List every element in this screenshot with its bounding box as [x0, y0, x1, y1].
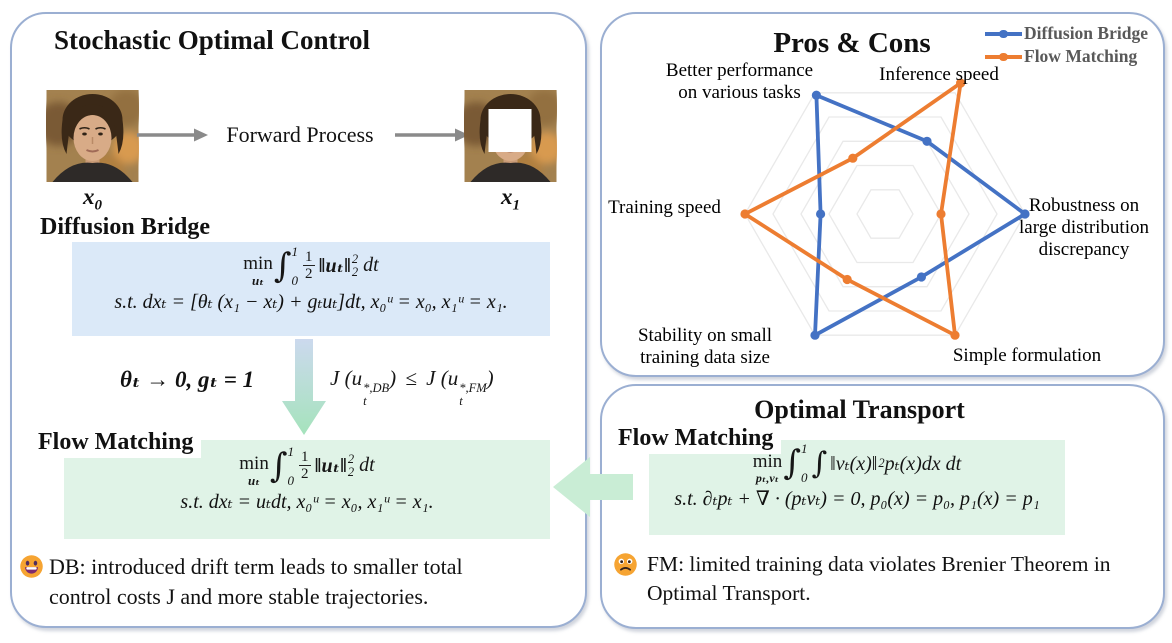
- x1-label: x1: [501, 184, 520, 214]
- face-photo-x0: [36, 90, 145, 190]
- masked-face-region: [488, 109, 532, 152]
- limit-conditions-label: θₜ → 0, gₜ = 1: [120, 367, 255, 392]
- radar-axis-label-training-speed: Training speed: [608, 197, 721, 218]
- frowning-face-emoji-icon: [614, 553, 637, 576]
- legend-item-diffusion-bridge: Diffusion Bridge: [985, 22, 1148, 45]
- legend-label-diffusion-bridge: Diffusion Bridge: [1024, 23, 1148, 43]
- left-panel-title: Stochastic Optimal Control: [54, 25, 370, 55]
- radar-axis-label-simple-formulation: Simple formulation: [952, 345, 1102, 366]
- legend-label-flow-matching: Flow Matching: [1024, 46, 1138, 66]
- db-note-text: DB: introduced drift term leads to small…: [49, 554, 463, 609]
- radar-legend: Diffusion Bridge Flow Matching: [985, 22, 1148, 68]
- legend-marker-flow-matching: [985, 52, 1022, 61]
- panel-stochastic-optimal-control: Stochastic Optimal Control: [10, 12, 587, 628]
- x0-label: x0: [83, 184, 102, 214]
- radar-axis-label-stability: Stability on small training data size: [637, 325, 773, 368]
- pros-cons-title: Pros & Cons: [773, 27, 931, 59]
- flow-matching-heading-left: Flow Matching: [38, 430, 202, 458]
- db-constraint-equation: s.t. dxₜ = [θₜ (x₁ − xₜ) + gₜuₜ]dt, x₀ᵘ …: [114, 291, 508, 313]
- optimal-transport-title: Optimal Transport: [754, 395, 965, 424]
- flow-matching-heading-right: Flow Matching: [618, 426, 782, 454]
- ot-constraint-equation: s.t. ∂ₜpₜ + ∇ · (pₜvₜ) = 0, p₀(x) = p₀, …: [674, 488, 1040, 510]
- legend-marker-diffusion-bridge: [985, 29, 1022, 38]
- legend-item-flow-matching: Flow Matching: [985, 45, 1148, 68]
- radar-axis-label-inference-speed: Inference speed: [879, 64, 999, 85]
- big-left-arrow-icon: [553, 457, 633, 517]
- face-photo-x1: [454, 90, 563, 190]
- panel-pros-cons: Pros & Cons Diffusion Bridge Flow Matchi…: [600, 12, 1165, 377]
- forward-arrow-right-icon: [395, 128, 469, 142]
- radar-axis-label-better-performance: Better performance on various tasks: [665, 60, 814, 103]
- radar-chart-svg: [740, 78, 1030, 340]
- forward-process-label: Forward Process: [226, 122, 374, 147]
- grinning-face-emoji-icon: [20, 555, 43, 578]
- forward-arrow-left-icon: [137, 128, 208, 142]
- fm-constraint-equation: s.t. dxₜ = uₜdt, x₀ᵘ = x₀, x₁ᵘ = x₁.: [180, 491, 434, 513]
- fm-note-text: FM: limited training data violates Breni…: [647, 552, 1111, 605]
- diffusion-bridge-heading: Diffusion Bridge: [40, 214, 211, 240]
- radar-axis-label-robustness: Robustness on large distribution discrep…: [1019, 195, 1149, 260]
- gradient-down-arrow-icon: [282, 339, 326, 435]
